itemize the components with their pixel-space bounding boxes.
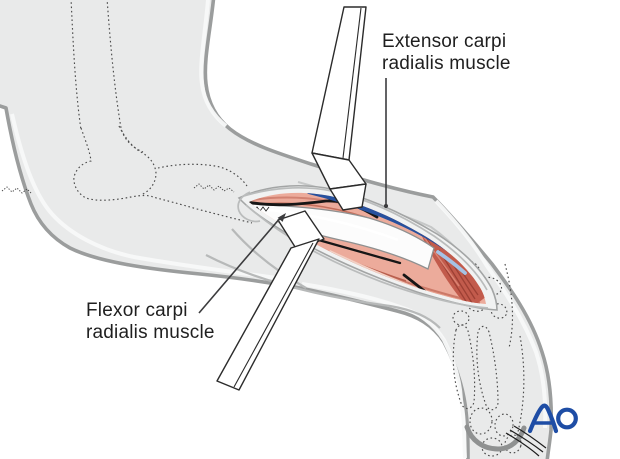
- ao-logo: [527, 403, 578, 434]
- deep-muscle-fan: [420, 231, 486, 304]
- label-extensor-carpi-radialis: Extensor carpi radialis muscle: [382, 31, 511, 74]
- leader-line-extensor: [383, 78, 389, 209]
- retractor-bottom: [216, 210, 325, 391]
- vein-branch: [436, 250, 467, 275]
- incision-everted-edges: [237, 187, 489, 309]
- skin-inner-highlight: [10, 0, 548, 459]
- label-flexor-carpi-radialis: Flexor carpi radialis muscle: [86, 300, 215, 343]
- limb-silhouette: [0, 0, 554, 459]
- retractor-top: [311, 6, 367, 211]
- leader-line-flexor: [198, 213, 286, 314]
- pad-and-claws: [464, 424, 547, 457]
